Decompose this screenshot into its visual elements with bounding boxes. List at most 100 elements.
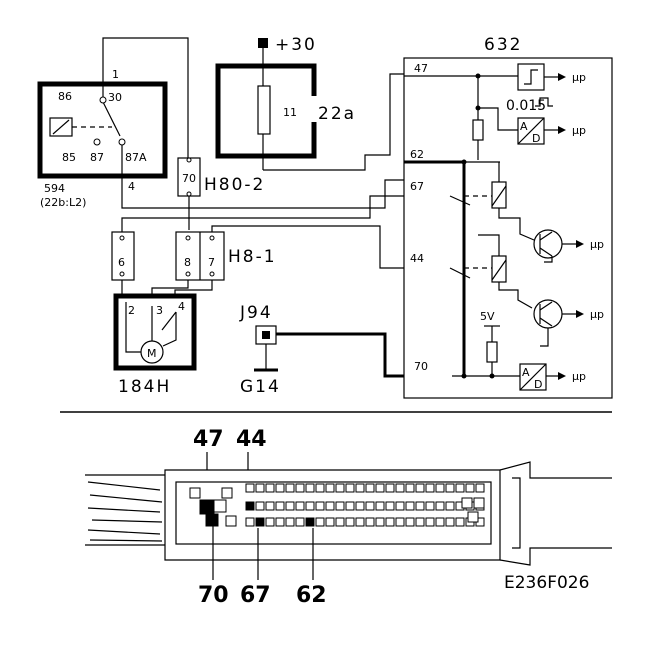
connector-pin xyxy=(265,501,275,511)
connector-pin xyxy=(199,499,215,515)
ref-voltage: 5V xyxy=(480,310,495,323)
connector-pin xyxy=(335,501,345,511)
svg-text:A: A xyxy=(520,120,528,133)
wire-c6-to-ecu xyxy=(121,195,450,232)
wire-h8-7-to-ecu xyxy=(211,225,450,269)
connector-pin xyxy=(265,483,275,493)
connector-pin xyxy=(415,517,425,527)
connector-pin xyxy=(375,517,385,527)
wire-4 xyxy=(121,176,450,209)
connector-pin xyxy=(335,483,345,493)
ecu-pin-44: 44 xyxy=(410,252,424,265)
connector-pin xyxy=(405,517,415,527)
relay-switch xyxy=(102,101,121,137)
connector-pin xyxy=(295,501,305,511)
connector-pin xyxy=(275,483,285,493)
motor-184h: M 2 3 4 184H xyxy=(113,293,197,397)
connector-pin xyxy=(415,483,425,493)
connector-pin xyxy=(221,487,233,499)
connector-pin xyxy=(345,517,355,527)
motor-letter: M xyxy=(147,347,157,360)
connector-pin xyxy=(425,517,435,527)
connector-pin xyxy=(455,483,465,493)
supply-terminal xyxy=(258,38,268,48)
connector-pin xyxy=(405,483,415,493)
c6-pin: 6 xyxy=(118,256,125,269)
connector-pin xyxy=(385,517,395,527)
label-70: 70 xyxy=(198,583,229,608)
motor-ref: 184H xyxy=(118,377,171,397)
connector-pin xyxy=(473,497,485,509)
micro-2: μp xyxy=(572,124,586,137)
motor-box xyxy=(113,293,197,371)
fuse-11 xyxy=(257,85,271,135)
connector-pin xyxy=(295,517,305,527)
fuse-box-label: 22a xyxy=(318,104,356,124)
connector-6: 6 xyxy=(111,231,135,281)
j94-label: J94 xyxy=(239,303,273,323)
ecu-pin-70: 70 xyxy=(414,360,428,373)
connector-pin xyxy=(445,517,455,527)
svg-text:D: D xyxy=(534,378,542,391)
connector-pin xyxy=(275,517,285,527)
connector-pin xyxy=(325,517,335,527)
connector-pin xyxy=(385,501,395,511)
connector-pin xyxy=(285,483,295,493)
relay-pin-85: 85 xyxy=(62,151,76,164)
micro-4: μp xyxy=(590,308,604,321)
connector-pin xyxy=(455,517,465,527)
time-constant: 0.015 xyxy=(506,98,546,114)
connector-pin xyxy=(425,501,435,511)
h80-2-pin: 70 xyxy=(182,172,196,185)
wire-1 xyxy=(102,37,189,158)
connector-pin xyxy=(365,483,375,493)
connector-pin xyxy=(355,501,365,511)
connector-pin xyxy=(205,513,219,527)
connector-pin xyxy=(395,517,405,527)
ecu-pin-67: 67 xyxy=(410,180,424,193)
connector-pin xyxy=(355,483,365,493)
micro-1: μp xyxy=(572,71,586,84)
label-62: 62 xyxy=(296,583,327,608)
label-47: 47 xyxy=(193,427,224,452)
connector-pin xyxy=(445,483,455,493)
relay-pin-87: 87 xyxy=(90,151,104,164)
connector-pin xyxy=(325,501,335,511)
connector-pin xyxy=(375,501,385,511)
wire-fuse-to-ecu xyxy=(263,73,404,171)
relay-location: (22b:L2) xyxy=(40,196,86,209)
resistor-2 xyxy=(486,341,498,363)
connector-pin xyxy=(213,499,227,513)
g14-label: G14 xyxy=(240,377,281,397)
svg-text:D: D xyxy=(532,132,540,145)
connector-pin xyxy=(467,511,479,523)
label-67: 67 xyxy=(240,583,271,608)
micro-3: μp xyxy=(590,238,604,251)
connector-pin xyxy=(315,501,325,511)
supply-label: +30 xyxy=(275,35,317,55)
relay-wire-4: 4 xyxy=(128,180,135,193)
connector-pin xyxy=(335,517,345,527)
ecu-pin-62: 62 xyxy=(410,148,424,161)
relay-pin-30: 30 xyxy=(108,91,122,104)
connector-pin xyxy=(365,517,375,527)
connector-pin xyxy=(425,483,435,493)
svg-text:A: A xyxy=(522,366,530,379)
resistor-1 xyxy=(472,119,484,141)
connector-pin xyxy=(375,483,385,493)
connector-pin xyxy=(475,483,485,493)
connector-pin xyxy=(315,517,325,527)
connector-pin xyxy=(245,501,255,511)
connector-pin xyxy=(305,501,315,511)
h8-1-label: H8-1 xyxy=(228,247,277,267)
connector-pin xyxy=(225,515,237,527)
connector-pin xyxy=(415,501,425,511)
ecu-box xyxy=(403,57,613,399)
ground-j94: J94 G14 xyxy=(239,303,281,397)
connector-pin xyxy=(355,517,365,527)
relay-594: 86 30 85 87 87A 594 (22b:L2) 1 4 xyxy=(37,68,168,209)
fuse-number: 11 xyxy=(283,106,297,119)
motor-pin-2: 2 xyxy=(128,304,135,317)
fuse-box-22a: +30 11 22a xyxy=(215,35,356,170)
